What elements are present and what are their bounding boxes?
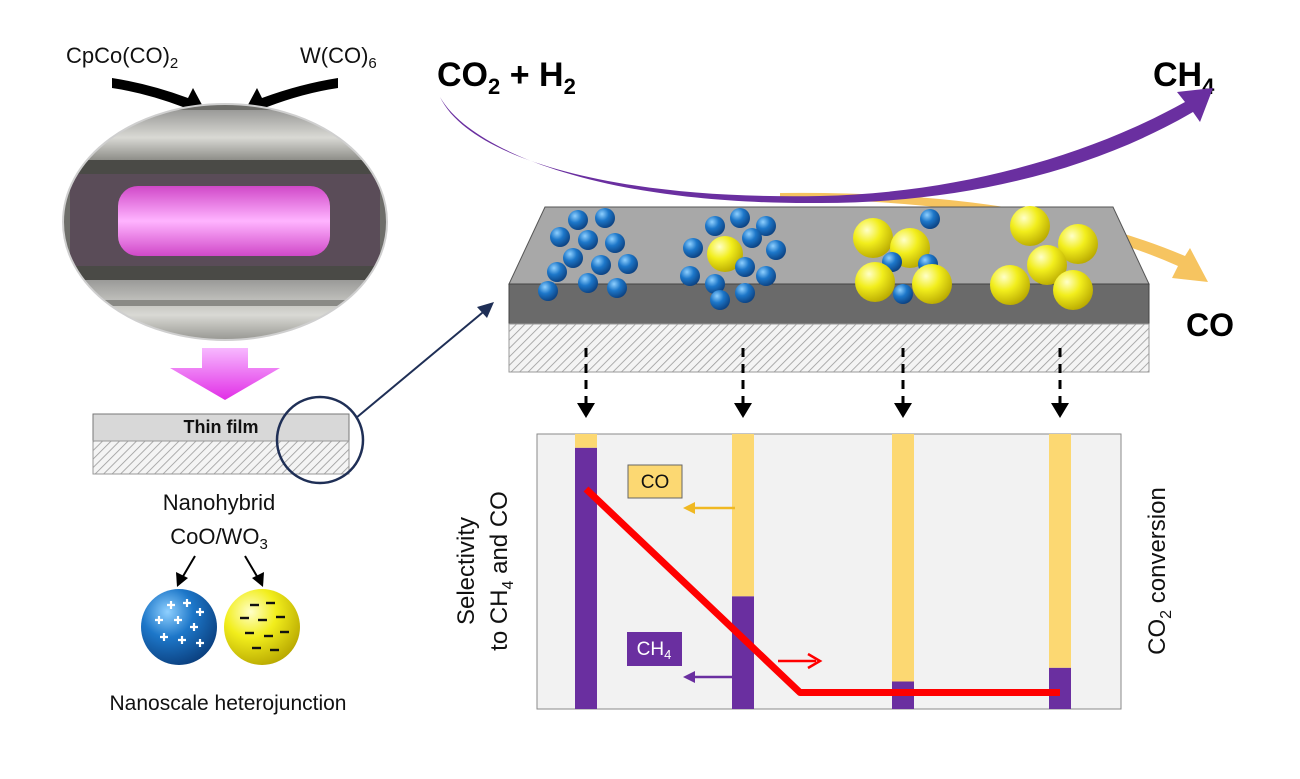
legend-ch4-arrow (683, 671, 735, 683)
reactor-photo (63, 104, 387, 340)
reactant-co2-subscript: 2 (488, 74, 500, 99)
reactor-photo-border (62, 103, 388, 341)
ch4-flow-arrow (440, 88, 1213, 204)
bar-co-3 (892, 434, 914, 682)
composition-formula: CoO/WO (170, 524, 259, 549)
cobalt-oxide-ball (141, 589, 217, 665)
particle-cluster-1 (538, 208, 638, 301)
particle-cluster-4 (990, 206, 1098, 310)
particle-cluster-2 (680, 208, 786, 310)
particle-cluster-3 (853, 209, 952, 304)
heterojunction-label: Nanoscale heterojunction (110, 692, 347, 715)
precursor-left: CpCo(CO)2 (66, 43, 178, 72)
thin-film-label: Thin film (184, 417, 259, 437)
conversion-line (583, 486, 1060, 696)
product-ch4: CH (1153, 56, 1202, 94)
tungsten-oxide-ball (224, 589, 300, 665)
conversion-line-group (583, 486, 1060, 696)
precursor-left-subscript: 2 (170, 55, 178, 72)
legend-ch4-formula: CH (637, 639, 664, 660)
chart-bars (575, 434, 1071, 709)
reactant-h2: H (539, 56, 564, 94)
dashed-arrow-heads (577, 403, 1069, 418)
composition-label: CoO/WO3 (170, 524, 268, 553)
y-axis-left-title: Selectivity (453, 517, 480, 625)
y-axis-left-post: and CO (486, 491, 513, 580)
reactants-label: CO2 + H2 (437, 56, 576, 99)
deposition-arrow (170, 348, 280, 400)
precursor-right: W(CO)6 (300, 43, 377, 72)
bar-co-1 (575, 434, 597, 448)
zoom-circle (275, 395, 365, 485)
legend-ch4-box (627, 632, 682, 666)
svg-text:CpCo(CO)2: CpCo(CO)2 (66, 43, 178, 72)
svg-text:W(CO)6: W(CO)6 (300, 43, 377, 72)
y-axis-left-pre: to CH (486, 589, 513, 650)
bar-ch4-4 (1049, 667, 1071, 709)
reactant-co2: CO (437, 56, 488, 94)
thin-film-substrate (92, 440, 350, 475)
nanohybrid-label: Nanohybrid (163, 490, 276, 515)
precursor-right-subscript: 6 (368, 55, 376, 72)
legend-co-label: CO (641, 472, 670, 493)
precursor-right-formula: W(CO) (300, 43, 368, 68)
split-arrow-left (176, 555, 196, 587)
reaction-plus: + (500, 56, 539, 94)
zoom-arrow (355, 302, 494, 419)
reactant-h2-subscript: 2 (564, 74, 576, 99)
y-axis-right-pre: CO (1144, 619, 1171, 655)
legend-co-arrow (683, 502, 735, 514)
bar-ch4-1 (575, 447, 597, 709)
thin-film-layer (92, 413, 350, 442)
y-axis-left-subscript: 4 (500, 580, 517, 589)
legend-ch4-label: CH4 (637, 639, 672, 662)
legend-ch4-subscript: 4 (664, 647, 671, 662)
bar-ch4-2 (732, 596, 754, 709)
product-ch4-label: CH4 (1153, 56, 1215, 99)
conversion-arrow (778, 652, 823, 670)
split-arrow-right (244, 555, 264, 587)
y-axis-right-subscript: 2 (1158, 610, 1175, 619)
bar-co-2 (732, 434, 754, 597)
bar-co-4 (1049, 434, 1071, 668)
chart-frame (536, 433, 1122, 710)
y-axis-right-title: CO2 conversion (1144, 487, 1175, 655)
legend-co-box (627, 464, 683, 499)
y-axis-left-subtitle: to CH4 and CO (486, 491, 517, 651)
product-co-label: CO (1186, 307, 1234, 343)
catalyst-substrate (508, 323, 1150, 373)
y-axis-right-post: conversion (1144, 487, 1171, 610)
composition-subscript: 3 (259, 536, 267, 553)
precursor-left-formula: CpCo(CO) (66, 43, 170, 68)
